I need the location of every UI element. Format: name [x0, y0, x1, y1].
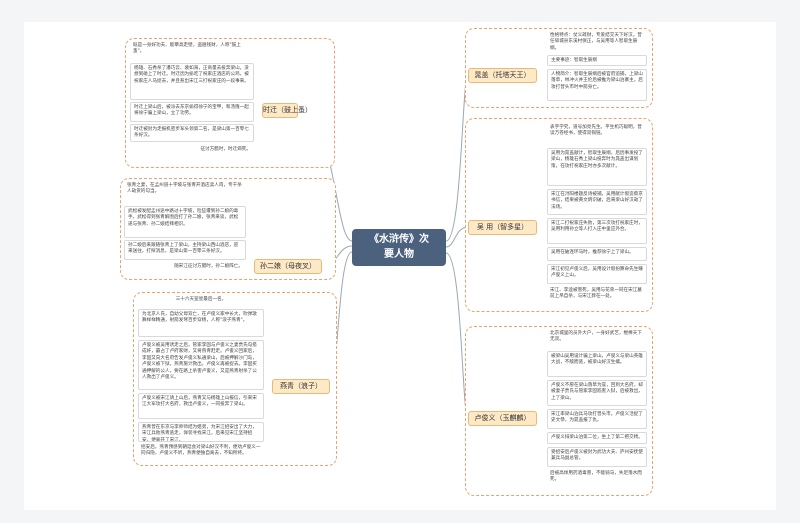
note-suner-3[interactable]: 孙二娘后来跟随张青上了梁山，主持梁山西山酒店，迎来送往，打探消息，是梁山第一百零… [124, 240, 246, 260]
note-lujunyi-6[interactable]: 受招安后卢俊义被封为武功大夫、庐州安抚使兼兵马副总管。 [547, 447, 647, 467]
note-suner-2[interactable]: 武松被发配孟州途中路过十字坡，险些遭到孙二娘的毒手。武松得到张青解围后打了孙二娘… [124, 206, 246, 238]
note-shiqian-2[interactable]: 杨雄、石秀杀了潘巧云、裴如海，正商量去投奔梁山，没想到碰上了时迁。时迁因为偷吃了… [130, 63, 254, 100]
note-yanqing-1[interactable]: 三十六天罡星最后一名。 [138, 296, 264, 306]
note-wuyong-2[interactable]: 吴用为晁盖献计，智取生辰纲，后因事发投了梁山，杨雄石秀上梁山投奔时为晁盖出谋划策… [547, 148, 647, 186]
topic-yanqing[interactable]: 燕青（浪子） [272, 379, 330, 394]
note-wuyong-5[interactable]: 吴用在破连环马时，推荐徐宁上了梁山。 [547, 247, 647, 261]
note-wuyong-4[interactable]: 宋江二打祝家庄失败，第三次攻打祝家庄时，吴用利用孙立等人打入庄中里应外合。 [547, 218, 647, 244]
note-yanqing-4[interactable]: 卢俊义被宋江请上山后，燕青又与杨雄上山报信，引来宋江大军攻打大名府，救出卢俊义，… [138, 393, 264, 419]
note-yanqing-2[interactable]: 为北京人氏，自幼父母双亡，在卢俊义家中长大，吹弹歌舞样样精通，射箭发弩百步穿杨，… [138, 309, 264, 337]
note-lujunyi-4[interactable]: 宋江率梁山泊兵马攻打曾头市，卢俊义活捉了史文恭，为晁盖报了仇。 [547, 409, 647, 429]
note-lujunyi-7[interactable]: 后被高俅用药酒毒害，不能骑马，失足落水而死。 [547, 470, 647, 490]
central-topic-line-2: 要人物 [384, 249, 414, 260]
note-lujunyi-2[interactable]: 被梁山吴用设计骗上梁山，卢俊义与梁山英雄大战，不敌而逃，被梁山好汉生擒。 [547, 351, 647, 377]
note-lujunyi-5[interactable]: 卢俊义排梁山泊第二位，坐上了第二把交椅。 [547, 432, 647, 444]
note-shiqian-5[interactable]: 征讨方腊时，时迁病死。 [130, 146, 254, 156]
note-yanqing-6[interactable]: 招安后，燕青预感到朝廷会对梁山好汉不利，便劝卢俊义一同归隐，卢俊义不听，燕青便独… [138, 444, 264, 462]
topic-chaogai[interactable]: 晁盖（托塔天王） [468, 68, 537, 83]
note-lujunyi-1[interactable]: 北京城里的员外大户，一身好武艺，棍棒天下无双。 [547, 330, 647, 347]
note-wuyong-3[interactable]: 宋江在浔阳楼题反诗被捕，吴用献计假造蔡京书信，结果被黄文炳识破，后来梁山好汉劫了… [547, 189, 647, 215]
note-shiqian-4[interactable]: 时迁被封为走报机密步军头领第二名，是梁山第一百零七条好汉。 [130, 124, 254, 142]
central-topic-line-1: 《水浒传》次 [369, 234, 429, 245]
note-yanqing-5[interactable]: 燕青曾在东京与李师师结为姐弟，为宋江招安出了大力，宋江兵败燕青逃走，佯装寻找宋江… [138, 422, 264, 442]
note-chaogai-2[interactable]: 主要事迹：智取生辰纲 [547, 55, 647, 66]
central-topic[interactable]: 《水浒传》次 要人物 [352, 229, 446, 266]
note-wuyong-7[interactable]: 宋江、李逵被害死，吴用与花荣一同在宋江墓前上吊自杀，与宋江葬在一处。 [547, 287, 647, 307]
topic-lujunyi[interactable]: 卢俊义（玉麒麟） [468, 411, 537, 426]
topic-shiqian[interactable]: 时迁（鼓上蚤） [262, 103, 312, 118]
topic-suner[interactable]: 孙二娘（母夜叉） [254, 259, 322, 274]
note-chaogai-3[interactable]: 人物简介：智取生辰纲后被官府追捕，上梁山落草，林冲火并王伦后被推为梁山泊寨主。后… [547, 69, 647, 101]
note-chaogai-1[interactable]: 性格特点：仗义疏财，专爱结交天下好汉。曾任郓城县东溪村保正，与吴用等人智取生辰纲… [547, 32, 647, 50]
note-suner-4[interactable]: 随宋江征讨方腊时，孙二娘阵亡。 [124, 263, 246, 273]
note-shiqian-1[interactable]: 既是一身好功夫、能攀高走壁，盗遍钱财，人称"鼓上蚤"。 [130, 42, 254, 58]
topic-wuyong[interactable]: 吴 用（智多星） [468, 220, 537, 235]
note-wuyong-1[interactable]: 表字学究，道号加亮先生。平生机巧聪明，曾读万卷经书，使得双铜链。 [547, 124, 647, 144]
note-shiqian-3[interactable]: 时迁上梁山后，被派去东京偷得徐宁的宝甲，和汤隆一起将徐宁骗上梁山，立了功劳。 [130, 102, 254, 122]
note-lujunyi-3[interactable]: 卢俊义不愿在梁山落草为寇，回到大名府，却被妻子贾氏与管家李固陷害入狱，后被救出，… [547, 380, 647, 406]
note-yanqing-3[interactable]: 卢俊义被吴用诱走之后，管家李固与卢俊义之妻贾氏勾搭成奸，霸占了卢府家财，又将燕青… [138, 340, 264, 390]
note-wuyong-6[interactable]: 宋江初见卢俊义后，吴用设计假扮算命先生赚卢俊义上山。 [547, 264, 647, 284]
note-suner-1[interactable]: 张青之妻，在孟州道十字坡与张青开酒店卖人肉，专干杀人劫货的勾当。 [124, 182, 246, 202]
